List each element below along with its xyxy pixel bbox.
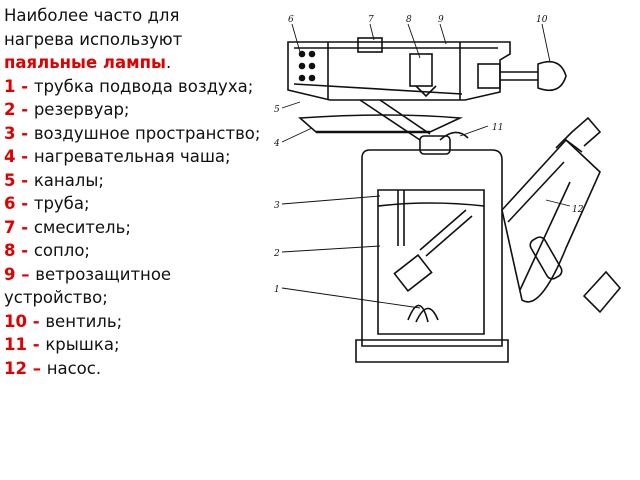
legend-text: резервуар; bbox=[33, 100, 130, 119]
legend-number: 11 - bbox=[4, 335, 46, 354]
legend-text: насос. bbox=[46, 358, 102, 378]
pump-inner bbox=[507, 161, 571, 291]
windscreen-edge bbox=[327, 42, 461, 100]
legend-number: 5 - bbox=[4, 170, 34, 190]
tube-inner bbox=[293, 47, 498, 95]
diagram-label-11: 11 bbox=[492, 123, 503, 133]
valve-knob bbox=[537, 60, 567, 92]
legend-item: 11 - крышка; bbox=[4, 333, 280, 357]
diagram-label-1: 1 bbox=[274, 285, 280, 295]
legend-text: крышка; bbox=[45, 335, 120, 354]
heating-cup bbox=[298, 114, 464, 133]
legend-number: 6 - bbox=[4, 194, 34, 213]
legend-number: 2 - bbox=[4, 100, 34, 119]
legend-item: 8 - сопло; bbox=[4, 239, 280, 263]
legend-item: 4 - нагревательная чаша; bbox=[4, 145, 280, 169]
legend-item: устройство; bbox=[4, 286, 280, 310]
mixer-block bbox=[357, 37, 383, 53]
legend-item: 7 - смеситель; bbox=[4, 216, 280, 240]
legend-number: 4 - bbox=[4, 147, 34, 166]
legend-item: 6 - труба; bbox=[4, 192, 280, 216]
wick bbox=[407, 304, 439, 323]
diagram-label-12: 12 bbox=[572, 205, 584, 215]
burner-tube bbox=[287, 41, 511, 101]
legend-number: 9 – bbox=[4, 264, 36, 284]
intro-dot: . bbox=[165, 53, 172, 72]
diagram-label-8: 8 bbox=[406, 15, 412, 25]
text-column: Наиболее часто для нагрева используют па… bbox=[4, 4, 280, 380]
legend-item: 9 – ветрозащитное bbox=[4, 263, 280, 287]
legend-number: 3 - bbox=[4, 123, 34, 143]
legend-number: 1 - bbox=[4, 76, 34, 96]
intro-line-3: паяльные лампы. bbox=[4, 51, 280, 75]
legend-item: 2 - резервуар; bbox=[4, 98, 280, 122]
diagram-label-6: 6 bbox=[288, 15, 294, 25]
legend-text: нагревательная чаша; bbox=[33, 147, 231, 166]
legend-text: устройство; bbox=[4, 288, 108, 307]
legend-text: трубка подвода воздуха; bbox=[33, 76, 254, 96]
valve-rod bbox=[500, 71, 538, 81]
valve-nut bbox=[477, 63, 501, 89]
nozzle-block bbox=[409, 53, 433, 87]
legend-text: смеситель; bbox=[33, 217, 131, 237]
legend-number: 8 - bbox=[4, 241, 34, 260]
reservoir-window bbox=[377, 189, 485, 335]
diagram-label-3: 3 bbox=[274, 201, 280, 211]
legend-text: каналы; bbox=[33, 170, 104, 190]
wick-tube bbox=[419, 209, 473, 257]
feed-block bbox=[393, 253, 433, 293]
diagram-label-7: 7 bbox=[368, 15, 374, 25]
legend-item: 3 - воздушное пространство; bbox=[4, 122, 280, 146]
legend-item: 5 - каналы; bbox=[4, 169, 280, 193]
legend-item: 12 – насос. bbox=[4, 357, 280, 381]
legend-text: вентиль; bbox=[45, 311, 123, 331]
intro-line-2: нагрева используют bbox=[4, 29, 183, 49]
diagram-label-5: 5 bbox=[274, 105, 280, 115]
legend-text: сопло; bbox=[33, 241, 90, 260]
legend-item: 1 - трубка подвода воздуха; bbox=[4, 75, 280, 99]
diagram-label-4: 4 bbox=[273, 139, 280, 149]
term-highlight: паяльные лампы bbox=[4, 53, 166, 72]
pump-body bbox=[501, 138, 601, 303]
diagram-label-10: 10 bbox=[536, 15, 548, 25]
leader-lines bbox=[281, 23, 571, 309]
air-tube bbox=[397, 190, 405, 246]
legend-number: 10 - bbox=[4, 311, 46, 331]
intro-line-1: Наиболее часто для bbox=[4, 6, 180, 25]
nozzle-tip bbox=[415, 85, 437, 98]
blowtorch-diagram: 6 7 8 9 10 5 11 4 3 12 2 1 bbox=[273, 15, 622, 363]
legend-number: 7 - bbox=[4, 217, 34, 237]
fuel-level bbox=[377, 202, 485, 207]
pump-slot bbox=[529, 236, 563, 280]
legend-text: труба; bbox=[33, 194, 90, 213]
legend-number: 12 – bbox=[4, 358, 47, 378]
pump-cap bbox=[582, 270, 622, 314]
lid bbox=[419, 135, 451, 155]
legend-list: 1 - трубка подвода воздуха;2 - резервуар… bbox=[4, 75, 280, 381]
diagram-label-2: 2 bbox=[273, 249, 280, 259]
reservoir-outer bbox=[361, 149, 503, 347]
diagram-label-9: 9 bbox=[438, 15, 444, 25]
pump-handle bbox=[555, 116, 602, 153]
legend-text: ветрозащитное bbox=[35, 264, 172, 284]
legend-text: воздушное пространство; bbox=[33, 123, 261, 143]
legend-item: 10 - вентиль; bbox=[4, 310, 280, 334]
reservoir-base bbox=[355, 339, 509, 363]
lid-handle bbox=[439, 131, 469, 141]
channels bbox=[359, 99, 431, 141]
